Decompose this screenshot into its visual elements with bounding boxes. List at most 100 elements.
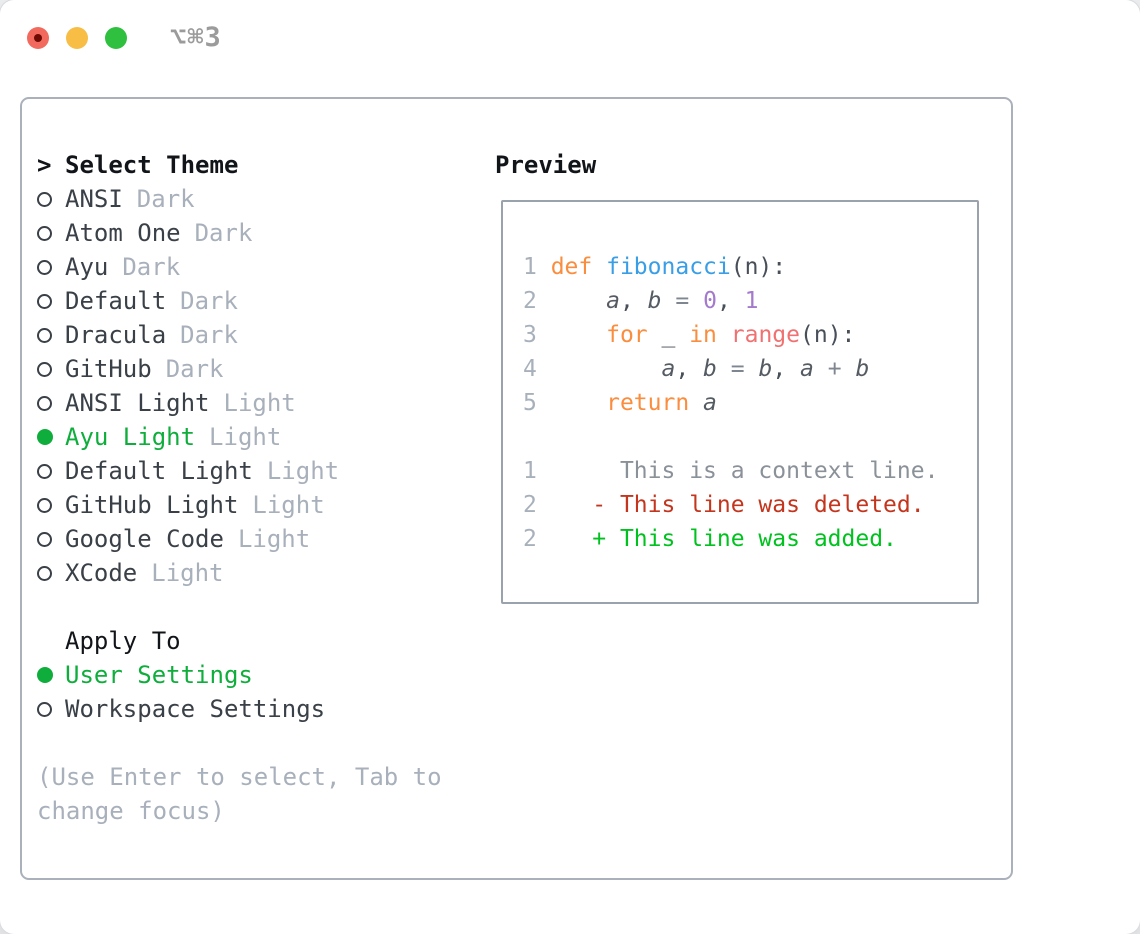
preview-heading: Preview — [495, 151, 597, 179]
theme-option-ayu[interactable]: Ayu Dark — [37, 250, 469, 284]
preview-box: 1 def fibonacci(n): 2 a, b = 0, 1 3 for _ … — [501, 200, 979, 604]
theme-name: Dracula — [65, 321, 167, 349]
close-button[interactable] — [27, 26, 49, 49]
theme-variant-tag: Light — [151, 559, 224, 587]
blank-line — [523, 420, 977, 454]
diff-marker — [592, 458, 620, 484]
code-line: 1 def fibonacci(n): — [523, 254, 787, 280]
theme-name: Default — [65, 287, 167, 315]
radio-icon — [37, 395, 65, 411]
radio-icon — [37, 497, 65, 513]
line-number: 3 — [523, 322, 551, 348]
apply-to-heading: Apply To — [65, 627, 181, 655]
theme-variant-tag: Light — [223, 389, 296, 417]
help-text: (Use Enter to select, Tab to change focu… — [37, 763, 442, 825]
theme-name: XCode — [65, 559, 138, 587]
theme-variant-tag: Dark — [165, 355, 224, 383]
line-number: 1 — [523, 458, 593, 484]
line-number: 2 — [523, 492, 593, 518]
theme-option-atom-one[interactable]: Atom One Dark — [37, 216, 469, 250]
apply-option-label: Workspace Settings — [65, 695, 326, 723]
diff-marker: + — [592, 526, 620, 552]
line-number: 5 — [523, 390, 551, 416]
diff-line-deleted: 2 - This line was deleted. — [523, 488, 977, 522]
theme-variant-tag: Dark — [180, 321, 238, 349]
keyboard-shortcut-hint: ⌥⌘3 — [170, 22, 222, 53]
radio-icon — [37, 463, 65, 479]
preview-column: Preview 1 def fibonacci(n): 2 a, b = 0, 1… — [495, 148, 979, 604]
select-theme-heading: Select Theme — [65, 151, 239, 179]
apply-option-workspace-settings[interactable]: Workspace Settings — [37, 692, 469, 726]
maximize-button[interactable] — [105, 26, 127, 49]
theme-name: GitHub Light — [65, 491, 239, 519]
theme-name: ANSI Light — [65, 389, 210, 417]
theme-name: GitHub — [65, 355, 152, 383]
line-number: 2 — [523, 288, 551, 314]
apply-to-header-row: Apply To — [37, 624, 469, 658]
radio-icon — [37, 531, 65, 547]
theme-name: Google Code — [65, 525, 224, 553]
radio-icon — [37, 293, 65, 309]
line-number: 2 — [523, 526, 593, 552]
theme-variant-tag: Light — [252, 491, 325, 519]
diff-preview: 1 This is a context line.2 - This line w… — [523, 454, 977, 556]
line-number: 1 — [523, 254, 551, 280]
diff-text: This line was deleted. — [619, 492, 925, 518]
code-line: 3 for _ in range(n): — [523, 322, 856, 348]
spacer — [37, 726, 469, 760]
radio-icon — [37, 191, 65, 207]
theme-option-github-light[interactable]: GitHub Light Light — [37, 488, 469, 522]
code-line: 5 return a — [523, 390, 717, 416]
radio-icon — [37, 361, 65, 377]
theme-option-github[interactable]: GitHub Dark — [37, 352, 469, 386]
theme-name: Atom One — [65, 219, 181, 247]
theme-variant-tag: Light — [266, 457, 340, 485]
theme-name: Default Light — [65, 457, 253, 485]
spacer — [37, 590, 469, 624]
theme-name: Ayu — [65, 253, 109, 281]
theme-variant-tag: Light — [209, 423, 282, 451]
theme-option-ayu-light[interactable]: Ayu Light Light — [37, 420, 469, 454]
theme-option-default-light[interactable]: Default Light Light — [37, 454, 469, 488]
theme-name: ANSI — [65, 185, 123, 213]
radio-selected-icon — [37, 429, 65, 445]
theme-option-default[interactable]: Default Dark — [37, 284, 469, 318]
theme-option-ansi-light[interactable]: ANSI Light Light — [37, 386, 469, 420]
theme-variant-tag: Dark — [122, 253, 181, 281]
diff-text: This line was added. — [619, 526, 897, 552]
code-line: 4 a, b = b, a + b — [523, 356, 870, 382]
traffic-lights — [27, 26, 127, 49]
diff-line-added: 2 + This line was added. — [523, 522, 977, 556]
radio-icon — [37, 565, 65, 581]
theme-variant-tag: Light — [237, 525, 311, 553]
diff-line-context: 1 This is a context line. — [523, 454, 977, 488]
theme-option-ansi[interactable]: ANSI Dark — [37, 182, 469, 216]
titlebar: ⌥⌘3 — [0, 0, 1140, 75]
theme-option-xcode[interactable]: XCode Light — [37, 556, 469, 590]
prompt-icon: > — [37, 151, 52, 179]
diff-marker: - — [592, 492, 620, 518]
select-theme-header-row: > Select Theme — [37, 148, 469, 182]
radio-icon — [37, 701, 65, 717]
radio-icon — [37, 259, 65, 275]
apply-option-user-settings[interactable]: User Settings — [37, 658, 469, 692]
theme-option-google-code[interactable]: Google Code Light — [37, 522, 469, 556]
code-line: 2 a, b = 0, 1 — [523, 288, 759, 314]
theme-variant-tag: Dark — [136, 185, 195, 213]
radio-selected-icon — [37, 667, 65, 683]
apply-option-label: User Settings — [65, 661, 253, 689]
minimize-button[interactable] — [66, 26, 88, 49]
theme-name: Ayu Light — [65, 423, 196, 451]
line-number: 4 — [523, 356, 551, 382]
theme-variant-tag: Dark — [194, 219, 253, 247]
code-preview: 1 def fibonacci(n): 2 a, b = 0, 1 3 for _ … — [523, 250, 977, 420]
theme-option-dracula[interactable]: Dracula Dark — [37, 318, 469, 352]
radio-icon — [37, 327, 65, 343]
theme-variant-tag: Dark — [180, 287, 238, 315]
diff-text: This is a context line. — [619, 458, 939, 484]
